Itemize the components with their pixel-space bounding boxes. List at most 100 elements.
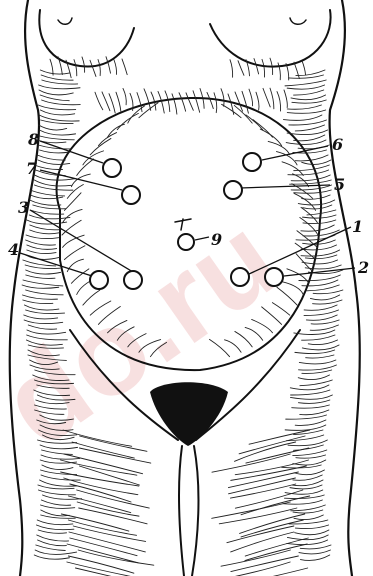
- hatch-stroke: [284, 90, 287, 108]
- hatch-stroke: [230, 60, 233, 78]
- leader-line-4: [20, 253, 92, 276]
- hatch-stroke: [287, 269, 309, 284]
- hatch-stroke: [310, 295, 339, 300]
- hatch-stroke: [228, 94, 234, 114]
- hatch-stroke: [26, 255, 60, 259]
- hatch-stroke: [292, 480, 323, 486]
- hatch-stroke: [24, 305, 58, 310]
- hatch-stroke: [283, 115, 321, 120]
- hatch-stroke: [222, 104, 242, 117]
- hatch-stroke: [98, 133, 116, 146]
- hatch-stroke: [37, 155, 65, 160]
- hatch-stroke: [313, 300, 342, 304]
- hatch-stroke: [300, 545, 331, 549]
- hatch-stroke: [308, 340, 337, 345]
- pubic-area: [150, 382, 228, 446]
- hatch-stroke: [287, 105, 321, 109]
- label-2: 2: [357, 258, 369, 277]
- hatch-stroke: [219, 508, 297, 524]
- hatch-stroke: [123, 88, 126, 104]
- hatch-stroke: [67, 184, 83, 198]
- hatch-stroke: [287, 535, 328, 540]
- hatch-stroke: [301, 225, 334, 231]
- hatch-stroke: [291, 390, 330, 395]
- hatch-stroke: [242, 91, 248, 113]
- label-8: 8: [27, 130, 39, 149]
- point-4: [90, 271, 108, 289]
- hatch-stroke: [298, 375, 329, 380]
- hatch-stroke: [41, 500, 70, 505]
- hatch-stroke: [41, 475, 80, 480]
- hatch-stroke: [285, 425, 326, 430]
- hatch-stroke: [40, 70, 70, 74]
- label-1: 1: [352, 217, 363, 236]
- hatch-stroke: [221, 89, 224, 107]
- hatch-stroke: [235, 490, 302, 508]
- hatch-stroke: [300, 555, 329, 560]
- hatch-stroke: [26, 290, 64, 295]
- hatch-stroke: [42, 100, 81, 105]
- hatch-stroke: [295, 420, 326, 425]
- hatch-stroke: [299, 550, 330, 554]
- hatch-stroke: [302, 370, 332, 373]
- label-9: 9: [211, 230, 222, 249]
- hatch-stroke: [67, 259, 83, 271]
- hatch-stroke: [137, 93, 142, 112]
- label-3: 3: [18, 198, 29, 217]
- hatch-stroke: [294, 90, 324, 95]
- hatch-stroke: [79, 466, 139, 485]
- hatch-stroke: [297, 231, 317, 248]
- hatch-stroke: [238, 61, 244, 76]
- hatch-stroke: [34, 165, 62, 170]
- hatch-stroke: [40, 95, 69, 101]
- hatch-stroke: [287, 130, 328, 135]
- hatch-stroke: [254, 59, 259, 74]
- hatch-stroke: [294, 165, 330, 171]
- hatch-stroke: [246, 115, 263, 130]
- hatch-stroke: [23, 280, 63, 286]
- point-7: [122, 186, 140, 204]
- hatch-stroke: [303, 215, 336, 218]
- hatch-stroke: [39, 130, 75, 135]
- hatch-stroke: [294, 190, 331, 193]
- point-8: [103, 159, 121, 177]
- hatch-stroke: [98, 60, 100, 76]
- hatch-stroke: [64, 246, 85, 260]
- hatch-stroke: [36, 525, 73, 530]
- hatch-stroke: [26, 235, 58, 239]
- hatch-stroke: [30, 200, 61, 205]
- hatch-stroke: [37, 520, 73, 525]
- point-2: [265, 268, 283, 286]
- hatch-stroke: [263, 88, 270, 107]
- hatch-stroke: [34, 555, 69, 559]
- hatch-stroke: [78, 550, 154, 565]
- watermark: do.ru: [0, 190, 301, 472]
- label-5: 5: [334, 175, 345, 194]
- hatch-stroke: [298, 200, 334, 205]
- hatch-stroke: [29, 215, 70, 219]
- hatch-stroke: [295, 350, 335, 354]
- hatch-stroke: [290, 385, 329, 390]
- hatch-stroke: [172, 94, 177, 114]
- hatch-stroke: [295, 525, 328, 529]
- hatch-stroke: [299, 365, 337, 370]
- hatch-stroke: [268, 141, 290, 154]
- label-4: 4: [8, 240, 19, 259]
- hatch-stroke: [286, 415, 327, 419]
- hatch-stroke: [285, 80, 326, 86]
- right-flank: [330, 0, 360, 576]
- hatch-stroke: [30, 190, 65, 196]
- hatch-stroke: [292, 100, 326, 103]
- hatch-stroke: [50, 59, 53, 75]
- leader-line-5: [240, 185, 330, 188]
- hatch-stroke: [304, 310, 338, 315]
- left-breast: [39, 10, 134, 67]
- hatch-stroke: [270, 88, 274, 109]
- hatch-stroke: [290, 395, 332, 399]
- hatch-stroke: [158, 91, 164, 113]
- hatch-stroke: [108, 124, 125, 137]
- hatch-stroke: [35, 550, 77, 554]
- hatch-stroke: [42, 80, 78, 84]
- hatch-stroke: [90, 60, 96, 76]
- hatch-stroke: [249, 89, 253, 106]
